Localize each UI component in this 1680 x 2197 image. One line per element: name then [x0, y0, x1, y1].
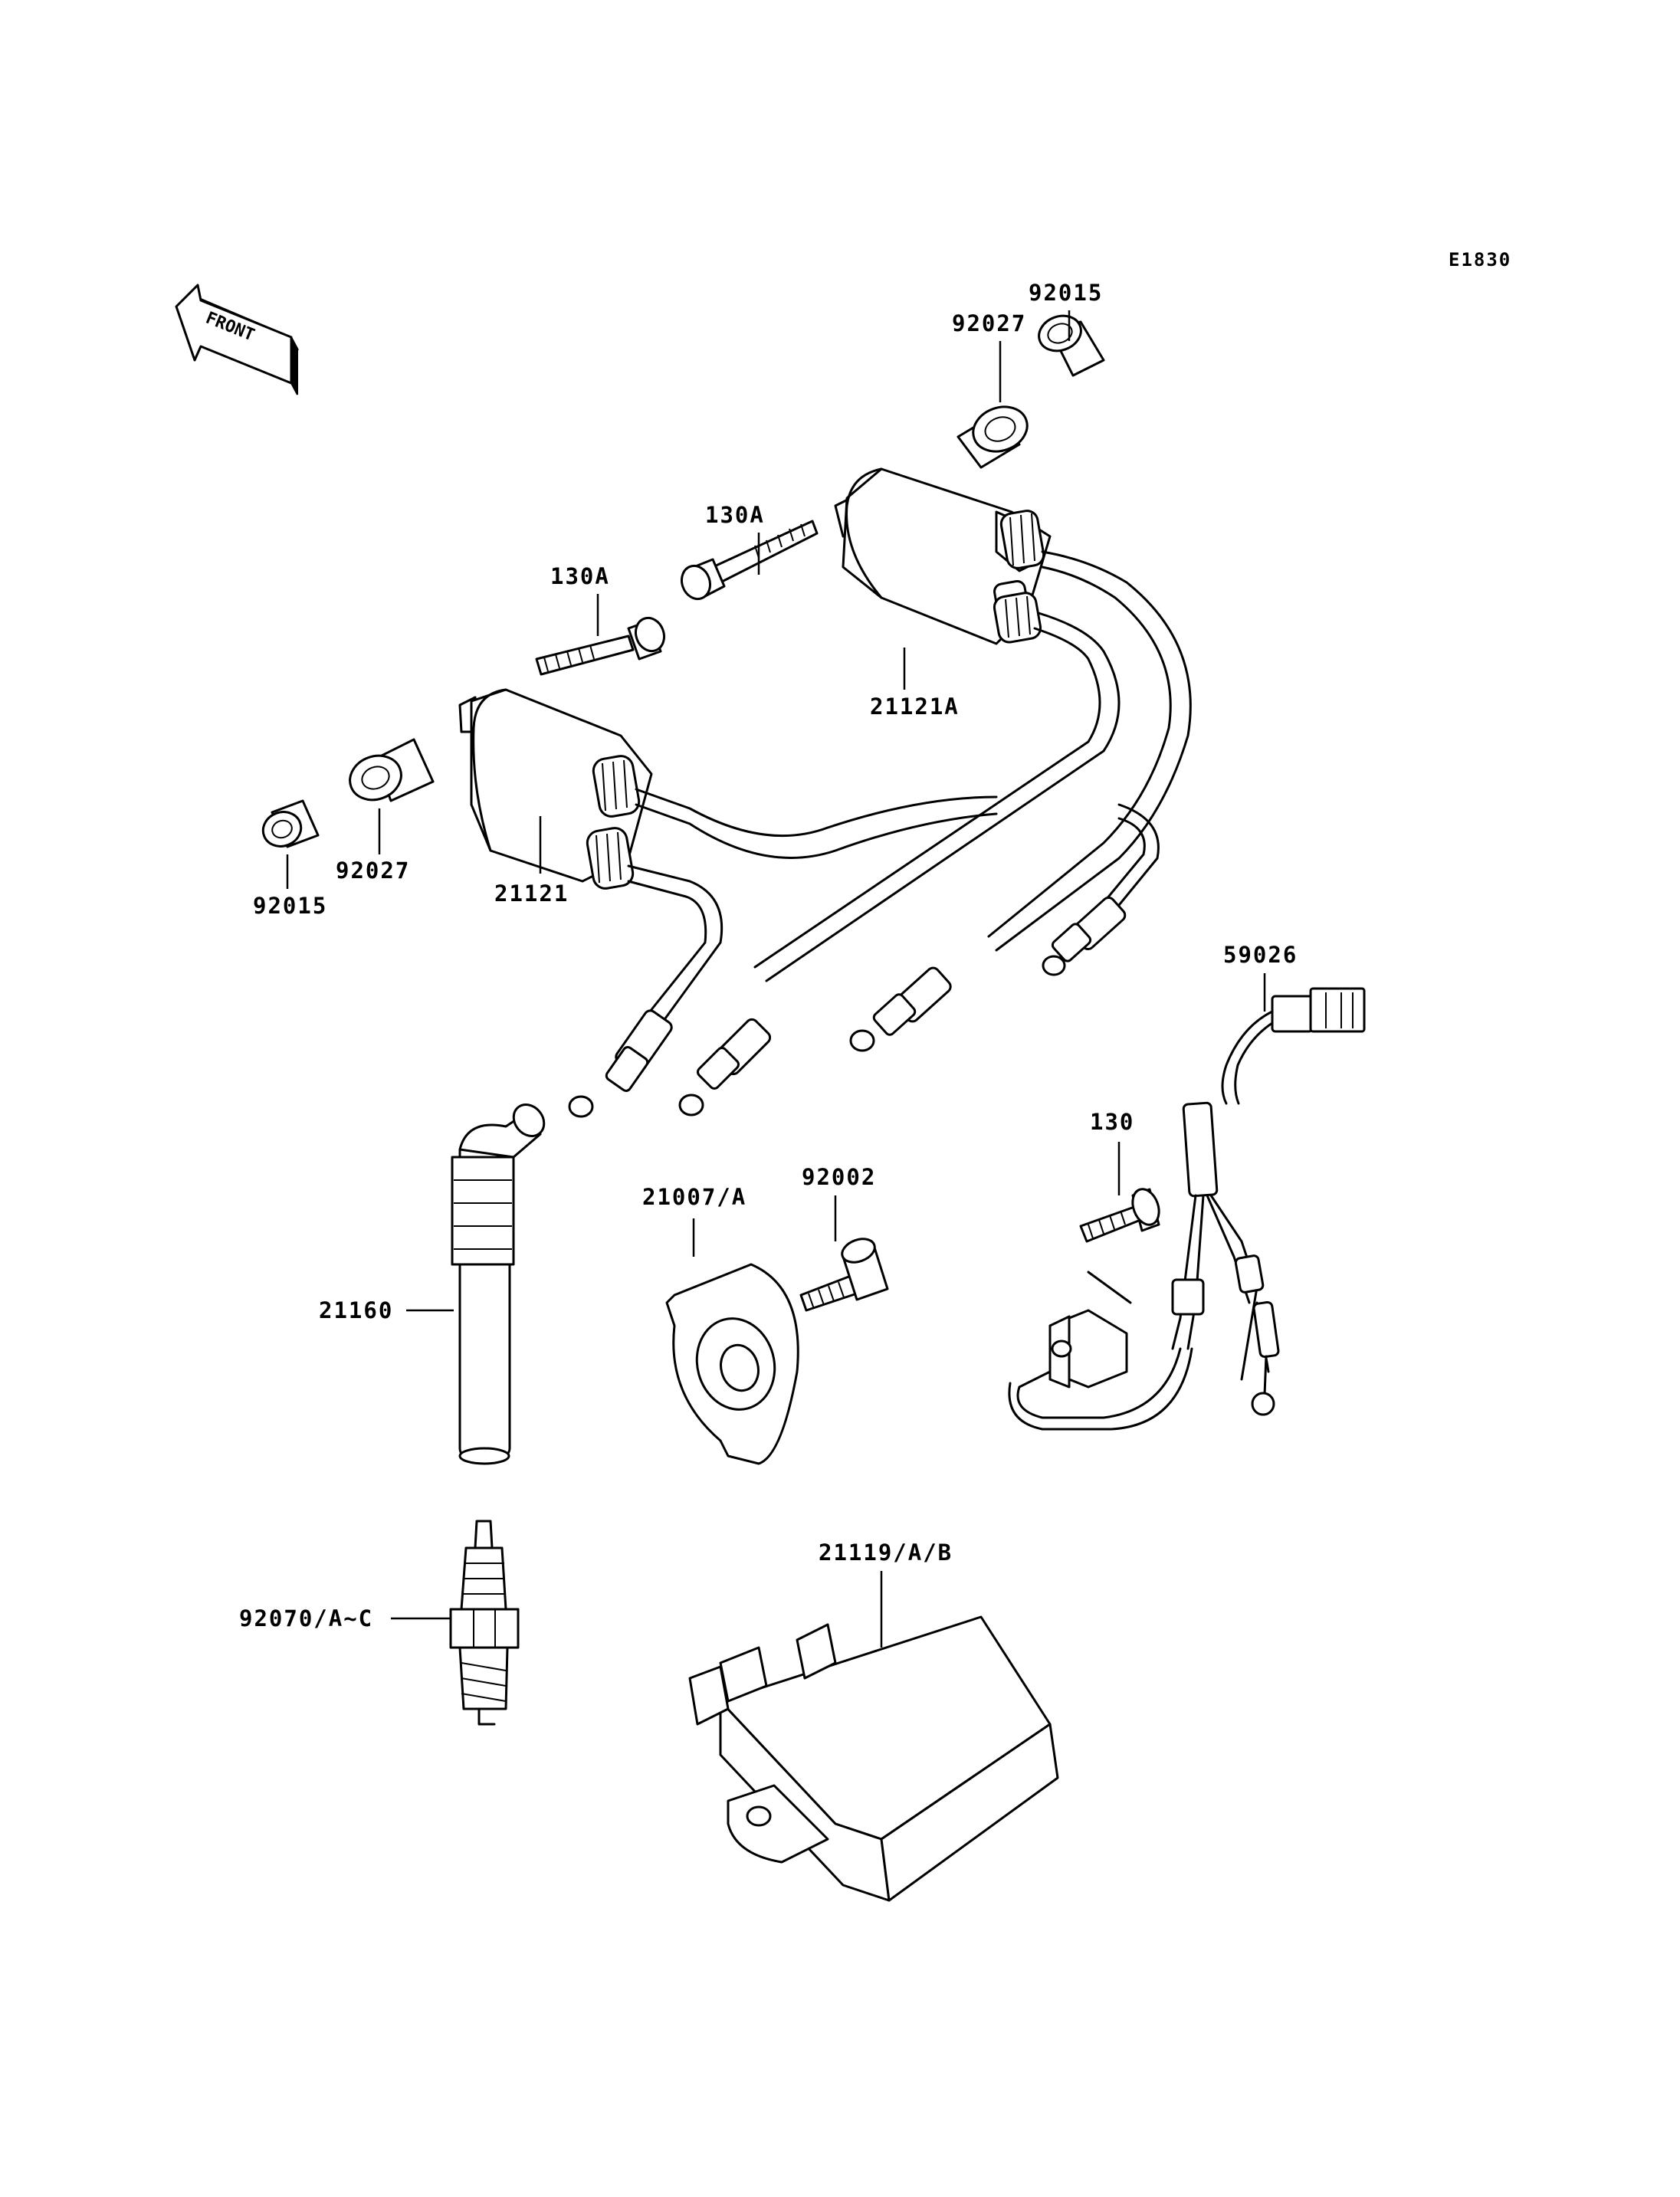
collar-92015-top: [1038, 314, 1105, 377]
ic-igniter-21119: [688, 1615, 1059, 1902]
lead-terminal-2: [678, 1018, 772, 1117]
screw-130: [1079, 1188, 1160, 1243]
label-92015-top: 92015: [1029, 280, 1103, 306]
label-130A-top: 130A: [705, 502, 765, 528]
label-130A-left: 130A: [550, 563, 610, 589]
label-130: 130: [1090, 1109, 1134, 1135]
label-92027-top: 92027: [952, 310, 1026, 336]
lead-terminal-1: [568, 1009, 673, 1118]
label-92070AC: 92070/A~C: [239, 1605, 373, 1631]
label-21119AB: 21119/A/B: [819, 1540, 953, 1566]
ignition-coil-21121: [458, 688, 653, 890]
ignition-coil-21121A: [834, 467, 1052, 645]
lead-terminal-3: [849, 966, 952, 1052]
collar-92027-top: [956, 405, 1029, 469]
diagram-code: E1830: [1449, 249, 1511, 271]
bolt-92002: [799, 1238, 889, 1312]
lead-terminal-4: [1042, 897, 1127, 976]
label-92002: 92002: [802, 1164, 876, 1190]
spark-plug-92070: [449, 1520, 520, 1726]
high-tension-leads: [627, 550, 1192, 1028]
pickup-coil-59026: [1008, 987, 1366, 1431]
bolt-130A-top: [680, 520, 819, 601]
collar-92015-left: [261, 799, 320, 848]
label-92015-left: 92015: [253, 893, 327, 919]
label-59026: 59026: [1223, 942, 1298, 968]
label-92027-left: 92027: [336, 857, 410, 884]
leader-lines: [286, 310, 1266, 1648]
front-direction-arrow: FRONT: [175, 284, 300, 395]
label-21121A: 21121A: [870, 694, 960, 720]
timing-rotor-21007: [665, 1263, 799, 1465]
collar-92027-left: [349, 738, 435, 802]
label-21121: 21121: [494, 880, 569, 907]
plug-cap-21160: [451, 1103, 546, 1465]
label-21160: 21160: [319, 1297, 393, 1323]
bolt-130A-left: [535, 616, 666, 676]
label-21007A: 21007/A: [642, 1184, 746, 1210]
